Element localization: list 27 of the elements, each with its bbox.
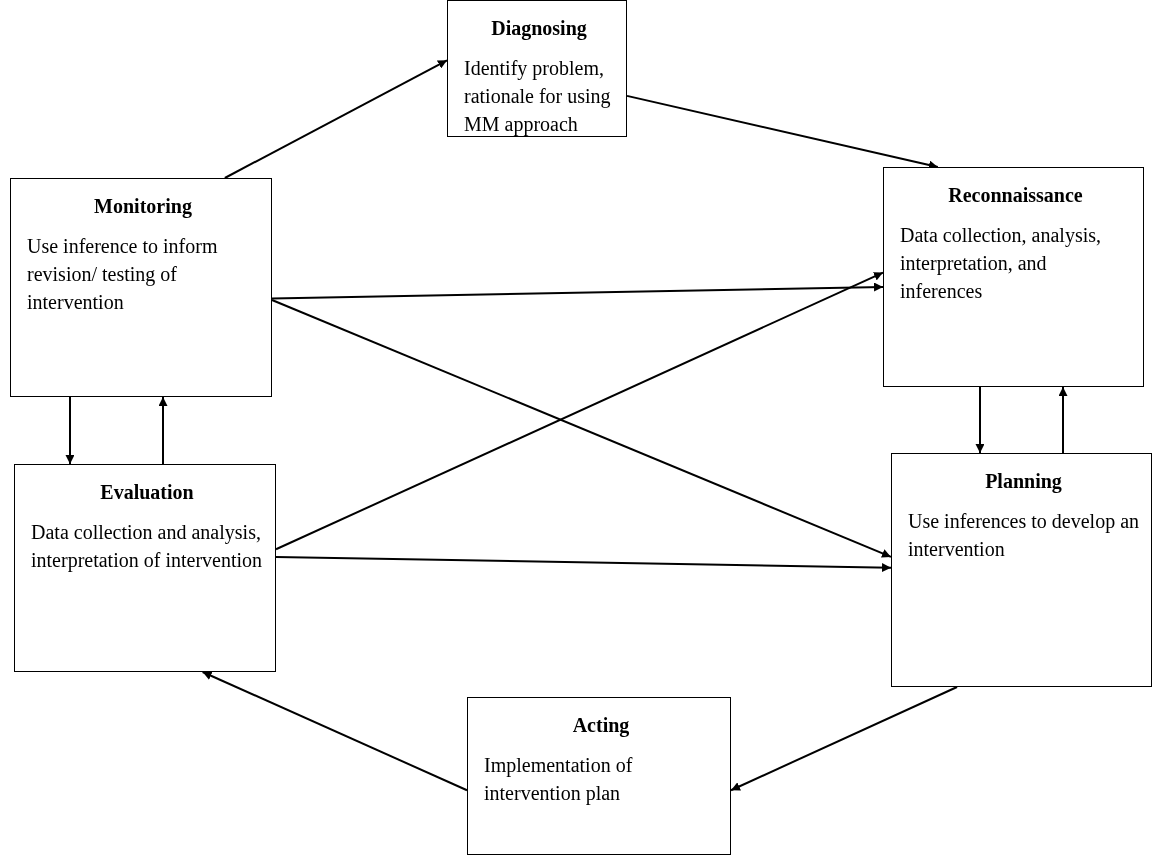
box-heading: Acting bbox=[571, 714, 631, 737]
box-heading: Diagnosing bbox=[490, 17, 588, 40]
box-description: Use inference to inform revision/ testing of intervention bbox=[27, 234, 219, 315]
box-heading: Evaluation bbox=[99, 481, 195, 504]
arrow bbox=[65, 396, 75, 465]
process-box bbox=[10, 178, 272, 397]
process-box bbox=[891, 453, 1152, 687]
arrow bbox=[1058, 386, 1068, 454]
arrow bbox=[271, 282, 884, 300]
process-box bbox=[447, 0, 627, 137]
arrow bbox=[201, 671, 468, 792]
process-box bbox=[883, 167, 1144, 387]
box-description: Data collection and analysis, interpretation of intervention bbox=[31, 520, 263, 574]
box-description: Identify problem, rationale for using MM approach bbox=[464, 56, 612, 138]
box-heading: Planning bbox=[984, 470, 1063, 493]
arrow bbox=[158, 396, 168, 465]
arrow bbox=[275, 556, 892, 572]
process-box bbox=[14, 464, 276, 672]
box-description: Implementation of intervention plan bbox=[484, 753, 634, 807]
arrow bbox=[730, 686, 959, 792]
box-description: Data collection, analysis, interpretation, and inferences bbox=[900, 223, 1103, 304]
process-box bbox=[467, 697, 731, 855]
box-heading: Reconnaissance bbox=[947, 184, 1084, 207]
arrow bbox=[975, 386, 985, 454]
box-description: Use inferences to develop an intervention bbox=[908, 509, 1139, 562]
box-heading: Monitoring bbox=[93, 195, 193, 218]
arrow bbox=[223, 59, 448, 179]
